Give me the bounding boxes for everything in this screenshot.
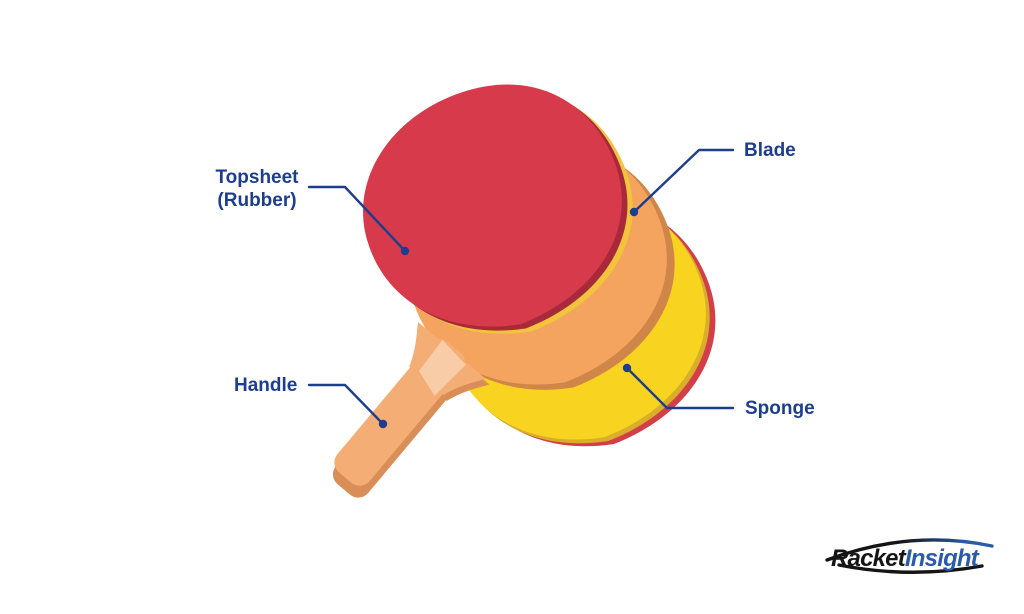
leader-lines: [307, 148, 735, 426]
racket-insight-logo: RacketInsight: [824, 526, 1008, 582]
sponge-leader-dot: [622, 363, 632, 373]
sponge-leader-line: [625, 366, 735, 410]
topsheet-leader-line: [307, 185, 407, 253]
label-topsheet-line1: Topsheet: [215, 167, 299, 188]
label-topsheet-line2: (Rubber): [217, 190, 297, 211]
handle-leader-dot: [378, 419, 388, 429]
blade-leader-dot: [629, 207, 639, 217]
handle-leader-line: [307, 383, 385, 426]
logo-wordmark: RacketInsight: [831, 545, 979, 573]
topsheet-leader-dot: [400, 246, 410, 256]
logo-bottom-swoosh: [837, 563, 984, 574]
logo-text-insight: Insight: [904, 545, 979, 572]
logo-swoosh-icon: [825, 538, 994, 574]
label-sponge: Sponge: [745, 398, 815, 419]
label-topsheet: Topsheet (Rubber): [196, 166, 318, 212]
handle-highlight: [418, 339, 466, 396]
logo-top-swoosh: [825, 538, 994, 562]
leader-dots: [378, 207, 639, 429]
logo-text-racket: Racket: [831, 545, 906, 572]
label-handle: Handle: [234, 375, 298, 396]
blade-leader-line: [632, 148, 735, 214]
handle-group: [332, 322, 490, 498]
label-blade: Blade: [744, 140, 796, 161]
